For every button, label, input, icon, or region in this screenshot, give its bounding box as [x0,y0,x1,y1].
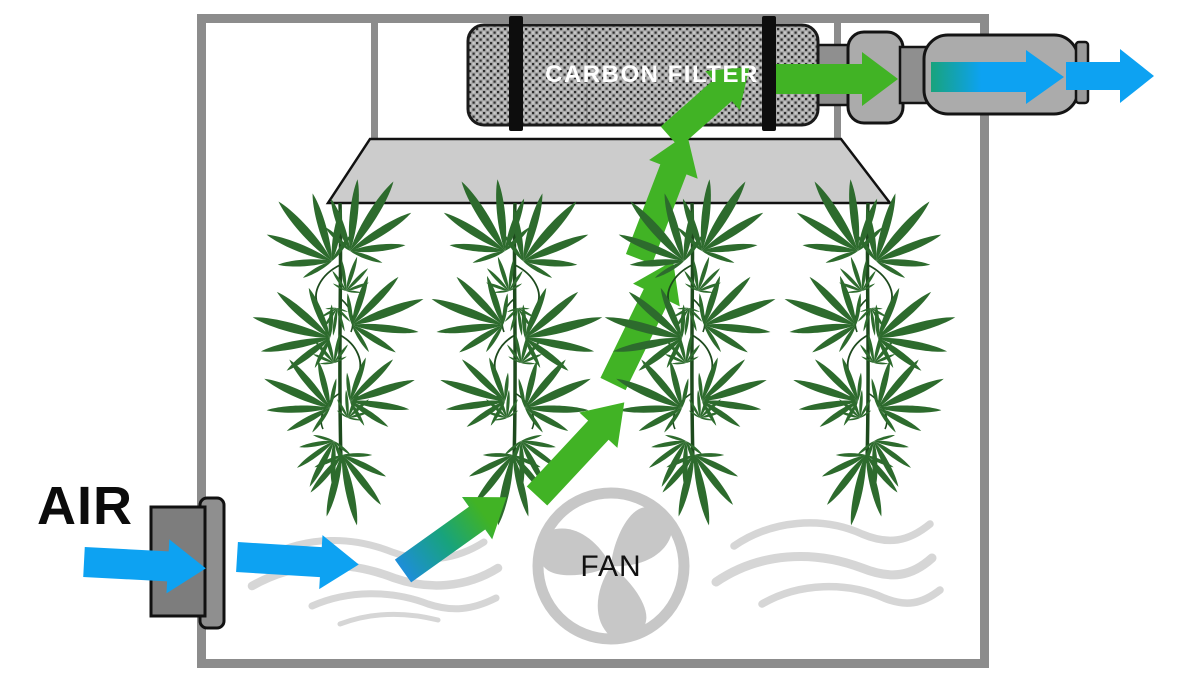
cannabis-plant-4 [770,157,967,534]
carbon-filter-label: CARBON FILTER [545,61,759,88]
intake-arrows [83,535,359,594]
circulation-fan-icon [532,487,690,650]
airflow-arrow-inside [236,535,359,590]
airflow-arrow-rise-3 [625,133,698,265]
cannabis-plant-2 [417,157,614,534]
cannabis-plant-1 [241,157,438,534]
airflow-arrow-silencer [931,50,1064,104]
airflow-arrow-into-filter [660,66,750,148]
airflow-arrow-rise-1 [526,402,625,506]
tent-wall-right [980,14,989,668]
filter-straps [509,16,776,131]
air-label: AIR [37,476,133,536]
filter-strap-right [762,16,776,131]
reflector-hanger-left [371,23,378,141]
airflow-arrow-exhaust [1066,49,1154,103]
filter-strap-left [509,16,523,131]
tent-wall-top [197,14,989,23]
tent-wall-bottom [197,659,989,668]
fan-ring [532,487,690,645]
airflow-arrow-filter-out [770,52,898,106]
fan-label: FAN [580,550,641,583]
grow-light-reflector [325,137,893,205]
cannabis-plants [241,157,967,534]
wind-swoosh-right [711,519,944,608]
tent-wall-left [197,14,206,668]
airflow-arrow-mix [394,496,507,583]
airflow-arrow-intake [83,539,206,594]
filter-arrows [660,52,898,148]
